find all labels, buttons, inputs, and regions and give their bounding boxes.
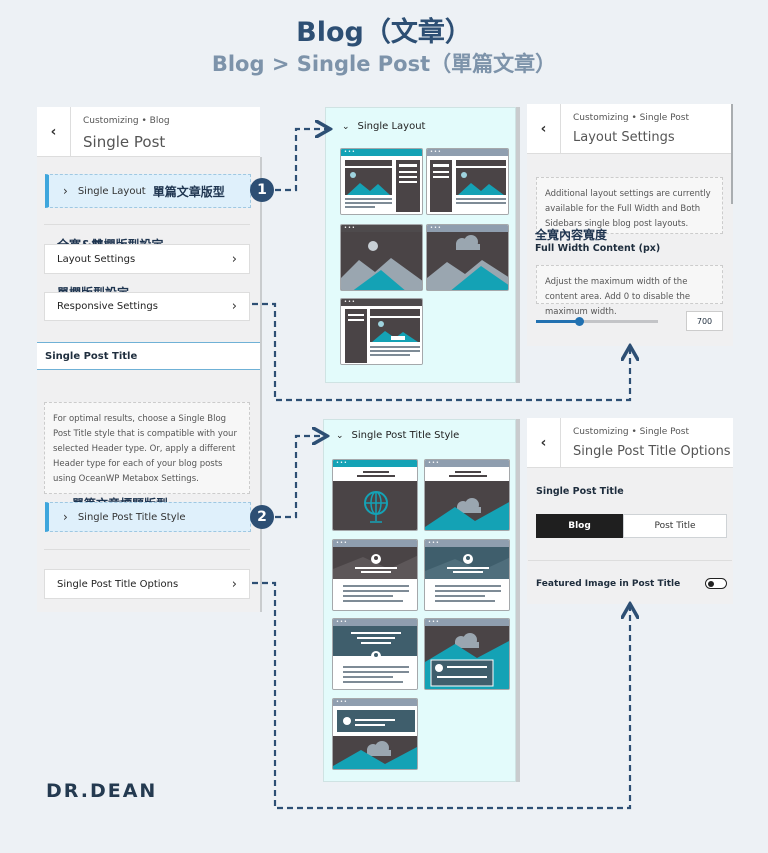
back-button[interactable]: ‹ bbox=[527, 418, 561, 467]
width-input[interactable]: 700 bbox=[686, 311, 723, 331]
chevron-left-icon: ‹ bbox=[540, 120, 547, 137]
chevron-down-icon: ⌄ bbox=[336, 431, 344, 441]
featured-image-toggle[interactable] bbox=[705, 578, 727, 589]
chevron-down-icon: ⌄ bbox=[342, 122, 350, 132]
option-post-title-button[interactable]: Post Title bbox=[623, 514, 727, 538]
breadcrumb: Customizing • Single Post bbox=[573, 113, 690, 123]
layout-option-right-sidebar[interactable]: ••• bbox=[340, 148, 423, 215]
width-note: Adjust the maximum width of the content … bbox=[536, 265, 723, 317]
layout-settings-label: Layout Settings bbox=[57, 253, 136, 265]
scrollbar[interactable] bbox=[260, 157, 262, 612]
title-style-option-author-dark[interactable]: ••• bbox=[332, 539, 418, 611]
chevron-right-icon: › bbox=[63, 184, 68, 198]
toggle-knob bbox=[708, 580, 714, 587]
responsive-settings-label: Responsive Settings bbox=[57, 301, 158, 312]
title-field-label: Single Post Title bbox=[536, 486, 624, 497]
title-style-option-background[interactable]: ••• bbox=[424, 459, 510, 531]
featured-image-label: Featured Image in Post Title bbox=[536, 579, 681, 589]
single-layout-zh-label: 單篇文章版型 bbox=[152, 184, 225, 199]
chevron-left-icon: ‹ bbox=[50, 123, 57, 140]
divider bbox=[528, 560, 732, 561]
single-layout-label: Single Layout bbox=[77, 185, 146, 197]
connector-1 bbox=[275, 129, 328, 192]
title-style-panel: ⌄ Single Post Title Style ••• ••• bbox=[323, 419, 516, 782]
settings-scrollbar[interactable] bbox=[731, 104, 733, 204]
divider bbox=[44, 549, 250, 550]
layout-scrollbar[interactable] bbox=[516, 107, 520, 383]
layout-settings-note: Additional layout settings are currently… bbox=[536, 177, 723, 234]
option-blog-button[interactable]: Blog bbox=[536, 514, 623, 538]
slider-handle[interactable] bbox=[574, 317, 584, 326]
chevron-right-icon: › bbox=[231, 299, 237, 314]
title-style-option-overlay[interactable]: ••• bbox=[424, 618, 510, 690]
title-style-panel-header: ⌄ Single Post Title Style bbox=[336, 430, 459, 441]
single-layout-item[interactable]: › Single Layout 單篇文章版型 bbox=[45, 174, 251, 208]
connector-4 bbox=[252, 581, 630, 810]
responsive-settings-item[interactable]: Responsive Settings › bbox=[44, 292, 250, 321]
title-style-note: For optimal results, choose a Single Blo… bbox=[44, 402, 250, 494]
title-options-label: Single Post Title Options bbox=[57, 578, 179, 590]
title-style-panel-title: Single Post Title Style bbox=[351, 430, 460, 441]
chevron-right-icon: › bbox=[231, 576, 237, 592]
connector-3 bbox=[275, 436, 325, 519]
title-style-option-boxed[interactable]: ••• bbox=[332, 698, 418, 770]
step-badge-1: 1 bbox=[250, 178, 274, 202]
title-style-option-centered[interactable]: ••• bbox=[332, 618, 418, 690]
layout-option-both-sidebars[interactable]: ••• bbox=[426, 224, 509, 291]
single-post-title-style-item[interactable]: › Single Post Title Style bbox=[45, 502, 251, 532]
breadcrumb: Customizing • Blog bbox=[83, 116, 170, 126]
width-label: Full Width Content (px) bbox=[535, 243, 661, 254]
step-badge-2: 2 bbox=[250, 505, 274, 529]
chevron-right-icon: › bbox=[63, 510, 68, 524]
width-zh-label: 全寬內容寬度 bbox=[535, 228, 608, 242]
chevron-left-icon: ‹ bbox=[540, 434, 547, 451]
layout-option-single-column[interactable]: ••• bbox=[340, 298, 423, 365]
connector-2 bbox=[252, 302, 630, 402]
title-style-option-author-teal[interactable]: ••• bbox=[424, 539, 510, 611]
layout-settings-item[interactable]: Layout Settings › bbox=[44, 244, 250, 274]
title-style-option-default[interactable]: ••• bbox=[332, 459, 418, 531]
back-button[interactable]: ‹ bbox=[527, 104, 561, 153]
single-layout-panel-header: ⌄ Single Layout bbox=[342, 121, 425, 132]
divider bbox=[44, 224, 250, 225]
single-layout-panel-title: Single Layout bbox=[357, 121, 426, 132]
title-options-panel: ‹ Customizing • Single Post Single Post … bbox=[527, 418, 733, 604]
panel-title: Single Post Title Options bbox=[573, 444, 731, 459]
single-layout-panel: ⌄ Single Layout ••• ••• bbox=[325, 107, 516, 383]
chevron-right-icon: › bbox=[231, 251, 237, 267]
title-style-label: Single Post Title Style bbox=[77, 511, 186, 523]
single-post-title-options-item[interactable]: Single Post Title Options › bbox=[44, 569, 250, 599]
page-subtitle: Blog > Single Post（單篇文章） bbox=[211, 52, 557, 76]
panel-title: Single Post bbox=[83, 133, 166, 151]
panel-header: ‹ Customizing • Blog Single Post bbox=[37, 107, 260, 157]
panel-title: Layout Settings bbox=[573, 130, 675, 145]
brand-logo: DR.DEAN bbox=[46, 780, 158, 802]
layout-option-full-width[interactable]: ••• bbox=[340, 224, 423, 291]
breadcrumb: Customizing • Single Post bbox=[573, 427, 690, 437]
back-button[interactable]: ‹ bbox=[37, 107, 71, 156]
layout-option-left-sidebar[interactable]: ••• bbox=[426, 148, 509, 215]
section-title: Single Post Title bbox=[37, 342, 260, 370]
width-slider[interactable] bbox=[536, 317, 658, 326]
title-style-scrollbar[interactable] bbox=[516, 419, 520, 782]
page-title: Blog（文章） bbox=[296, 17, 472, 48]
